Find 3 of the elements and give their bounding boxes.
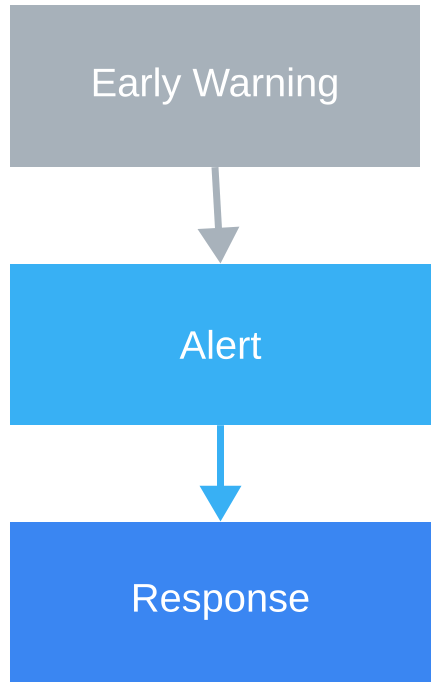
process-box: Early Warning <box>10 5 420 167</box>
process-box: Response <box>10 522 431 682</box>
process-box: Alert <box>10 264 431 425</box>
